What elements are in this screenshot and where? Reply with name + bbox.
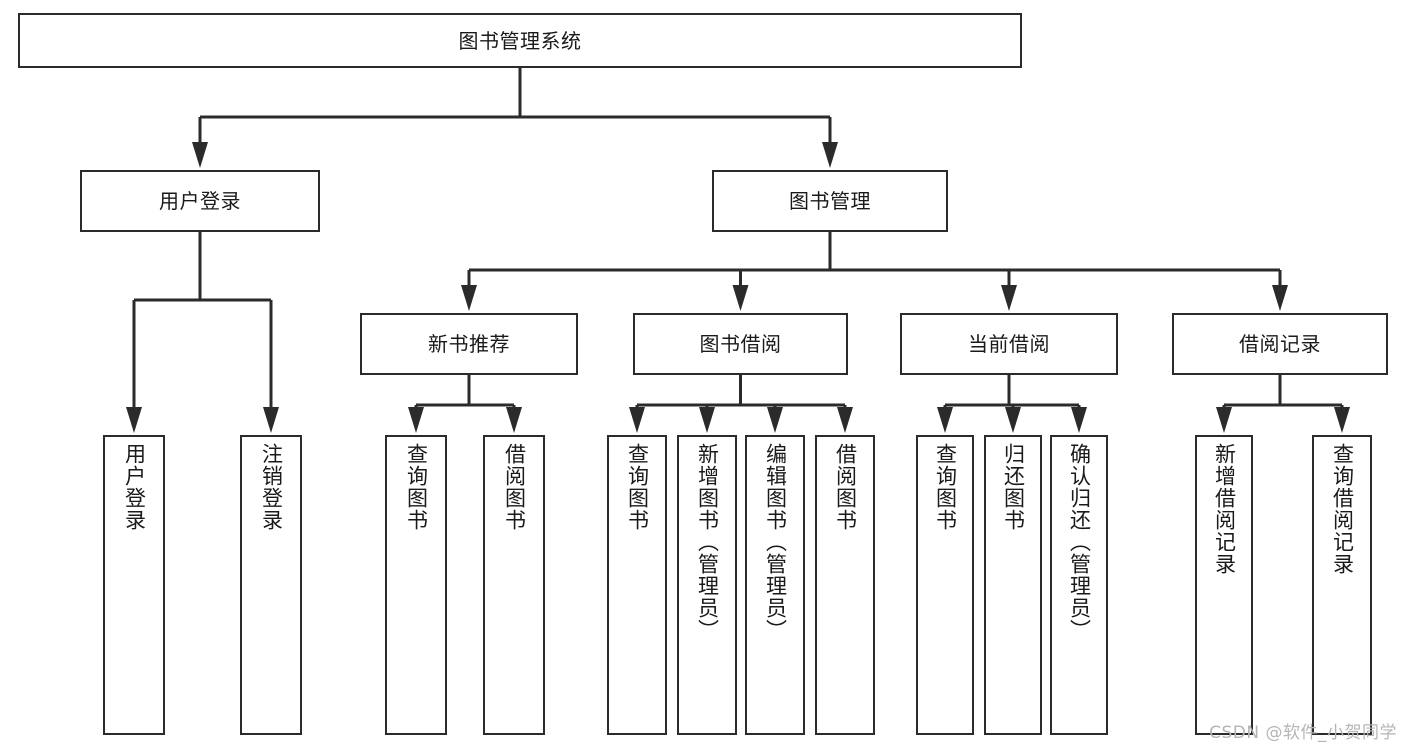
arrowhead-icon	[732, 285, 749, 311]
node-label: 查询图书	[404, 443, 429, 531]
arrowhead-icon	[1001, 285, 1017, 311]
node-label: 确认归还（管理员）	[1067, 443, 1092, 641]
node-label: 新增图书（管理员）	[695, 443, 720, 641]
node-l-confirm[interactable]: 确认归还（管理员）	[1050, 435, 1108, 735]
watermark-label: CSDN @软件_小贺同学	[1209, 723, 1397, 743]
node-label: 图书管理	[789, 189, 871, 213]
node-label: 新书推荐	[428, 332, 510, 356]
arrowhead-icon	[506, 407, 522, 433]
node-label: 图书借阅	[699, 332, 782, 356]
arrowhead-icon	[1071, 407, 1087, 433]
node-label: 查询图书	[625, 443, 650, 531]
arrowhead-icon	[263, 407, 279, 433]
node-l-qbook1[interactable]: 查询图书	[385, 435, 447, 735]
node-l-qrec[interactable]: 查询借阅记录	[1312, 435, 1372, 735]
node-borrow[interactable]: 图书借阅	[633, 313, 848, 375]
node-records[interactable]: 借阅记录	[1172, 313, 1388, 375]
node-label: 用户登录	[122, 443, 147, 531]
node-label: 图书管理系统	[458, 28, 582, 53]
node-l-bbook1[interactable]: 借阅图书	[483, 435, 545, 735]
node-l-addrec[interactable]: 新增借阅记录	[1195, 435, 1253, 735]
arrowhead-icon	[192, 142, 208, 168]
node-label: 注销登录	[259, 443, 284, 531]
node-label: 编辑图书（管理员）	[763, 443, 788, 641]
node-l-editbook[interactable]: 编辑图书（管理员）	[745, 435, 805, 735]
arrowhead-icon	[767, 407, 783, 433]
node-l-userlogin[interactable]: 用户登录	[103, 435, 165, 735]
node-label: 用户登录	[159, 189, 241, 213]
node-l-bbook2[interactable]: 借阅图书	[815, 435, 875, 735]
node-current[interactable]: 当前借阅	[900, 313, 1118, 375]
node-login[interactable]: 用户登录	[80, 170, 320, 232]
node-label: 归还图书	[1001, 443, 1026, 531]
node-label: 查询图书	[933, 443, 958, 531]
arrowhead-icon	[126, 407, 142, 433]
arrowhead-icon	[1216, 407, 1232, 433]
arrowhead-icon	[1334, 407, 1350, 433]
arrowhead-icon	[1005, 407, 1021, 433]
node-l-qbook2[interactable]: 查询图书	[607, 435, 667, 735]
node-l-addbook[interactable]: 新增图书（管理员）	[677, 435, 737, 735]
node-l-qbook3[interactable]: 查询图书	[916, 435, 974, 735]
node-label: 当前借阅	[968, 332, 1050, 356]
arrowhead-icon	[699, 407, 715, 433]
node-l-return[interactable]: 归还图书	[984, 435, 1042, 735]
node-label: 借阅图书	[502, 443, 527, 531]
node-root[interactable]: 图书管理系统	[18, 13, 1022, 68]
arrowhead-icon	[822, 142, 838, 168]
node-label: 借阅图书	[833, 443, 858, 531]
node-l-logout[interactable]: 注销登录	[240, 435, 302, 735]
arrowhead-icon	[461, 285, 477, 311]
arrowhead-icon	[837, 407, 853, 433]
node-bookmgmt[interactable]: 图书管理	[712, 170, 948, 232]
arrowhead-icon	[408, 407, 424, 433]
node-label: 借阅记录	[1239, 332, 1321, 356]
node-label: 查询借阅记录	[1330, 443, 1355, 575]
arrowhead-icon	[1272, 285, 1288, 311]
node-newbook[interactable]: 新书推荐	[360, 313, 578, 375]
arrowhead-icon	[629, 407, 645, 433]
arrowhead-icon	[937, 407, 953, 433]
node-label: 新增借阅记录	[1212, 443, 1237, 575]
